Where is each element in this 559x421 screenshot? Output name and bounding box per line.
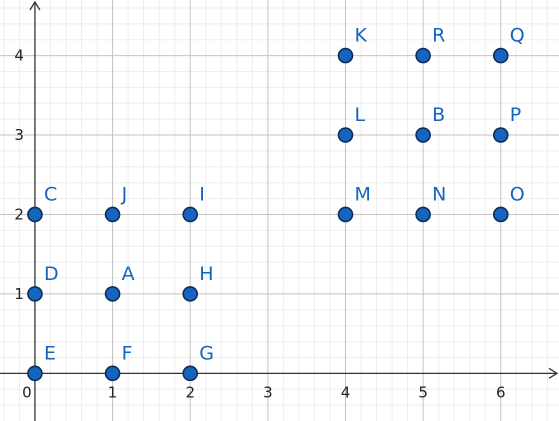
point-i [182, 206, 199, 223]
point-label-k: K [354, 25, 367, 47]
point-label-c: C [44, 183, 57, 205]
point-d [27, 286, 43, 302]
point-label-r: R [432, 25, 445, 47]
point-a [104, 286, 121, 302]
point-h [182, 286, 199, 302]
point-label-l: L [354, 104, 365, 126]
data-points [27, 47, 509, 382]
x-tick-label: 6 [496, 383, 506, 401]
point-f [104, 365, 121, 382]
x-tick-label: 1 [108, 383, 118, 401]
point-l [337, 127, 354, 143]
x-tick-label: 2 [185, 383, 195, 401]
point-label-h: H [199, 263, 213, 285]
point-r [415, 47, 431, 64]
point-label-i: I [199, 183, 205, 205]
point-q [492, 47, 509, 64]
point-k [337, 47, 354, 64]
point-label-g: G [199, 342, 214, 364]
x-tick-label: 3 [263, 383, 273, 401]
point-o [492, 206, 509, 223]
point-label-o: O [510, 183, 525, 205]
point-label-n: N [432, 183, 446, 205]
x-tick-label: 0 [22, 383, 32, 401]
point-label-b: B [432, 104, 445, 126]
point-label-p: P [510, 104, 521, 126]
x-tick-label: 4 [341, 383, 351, 401]
y-tick-label: 4 [14, 47, 24, 65]
point-n [415, 206, 431, 223]
x-axis-arrow-icon [548, 367, 559, 379]
point-g [182, 365, 199, 382]
point-b [415, 127, 431, 143]
point-label-q: Q [510, 25, 525, 47]
point-label-a: A [122, 263, 135, 285]
point-label-d: D [44, 263, 59, 285]
point-label-f: F [122, 342, 133, 364]
tick-labels: 0 1 2 3 4 5 6 1 2 3 4 [14, 47, 505, 402]
point-label-m: M [354, 183, 370, 205]
point-label-j: J [121, 183, 128, 205]
point-m [337, 206, 354, 223]
x-tick-label: 5 [418, 383, 428, 401]
y-tick-label: 3 [14, 126, 24, 144]
point-e [27, 365, 43, 382]
point-labels: A B C D E F G H I J K L M N O P Q R [44, 25, 525, 365]
point-p [492, 127, 509, 143]
y-tick-label: 2 [14, 205, 24, 223]
y-axis-arrow-icon [29, 0, 41, 11]
y-tick-label: 1 [14, 285, 24, 303]
point-c [27, 206, 43, 223]
point-j [104, 206, 121, 223]
point-label-e: E [44, 342, 56, 364]
